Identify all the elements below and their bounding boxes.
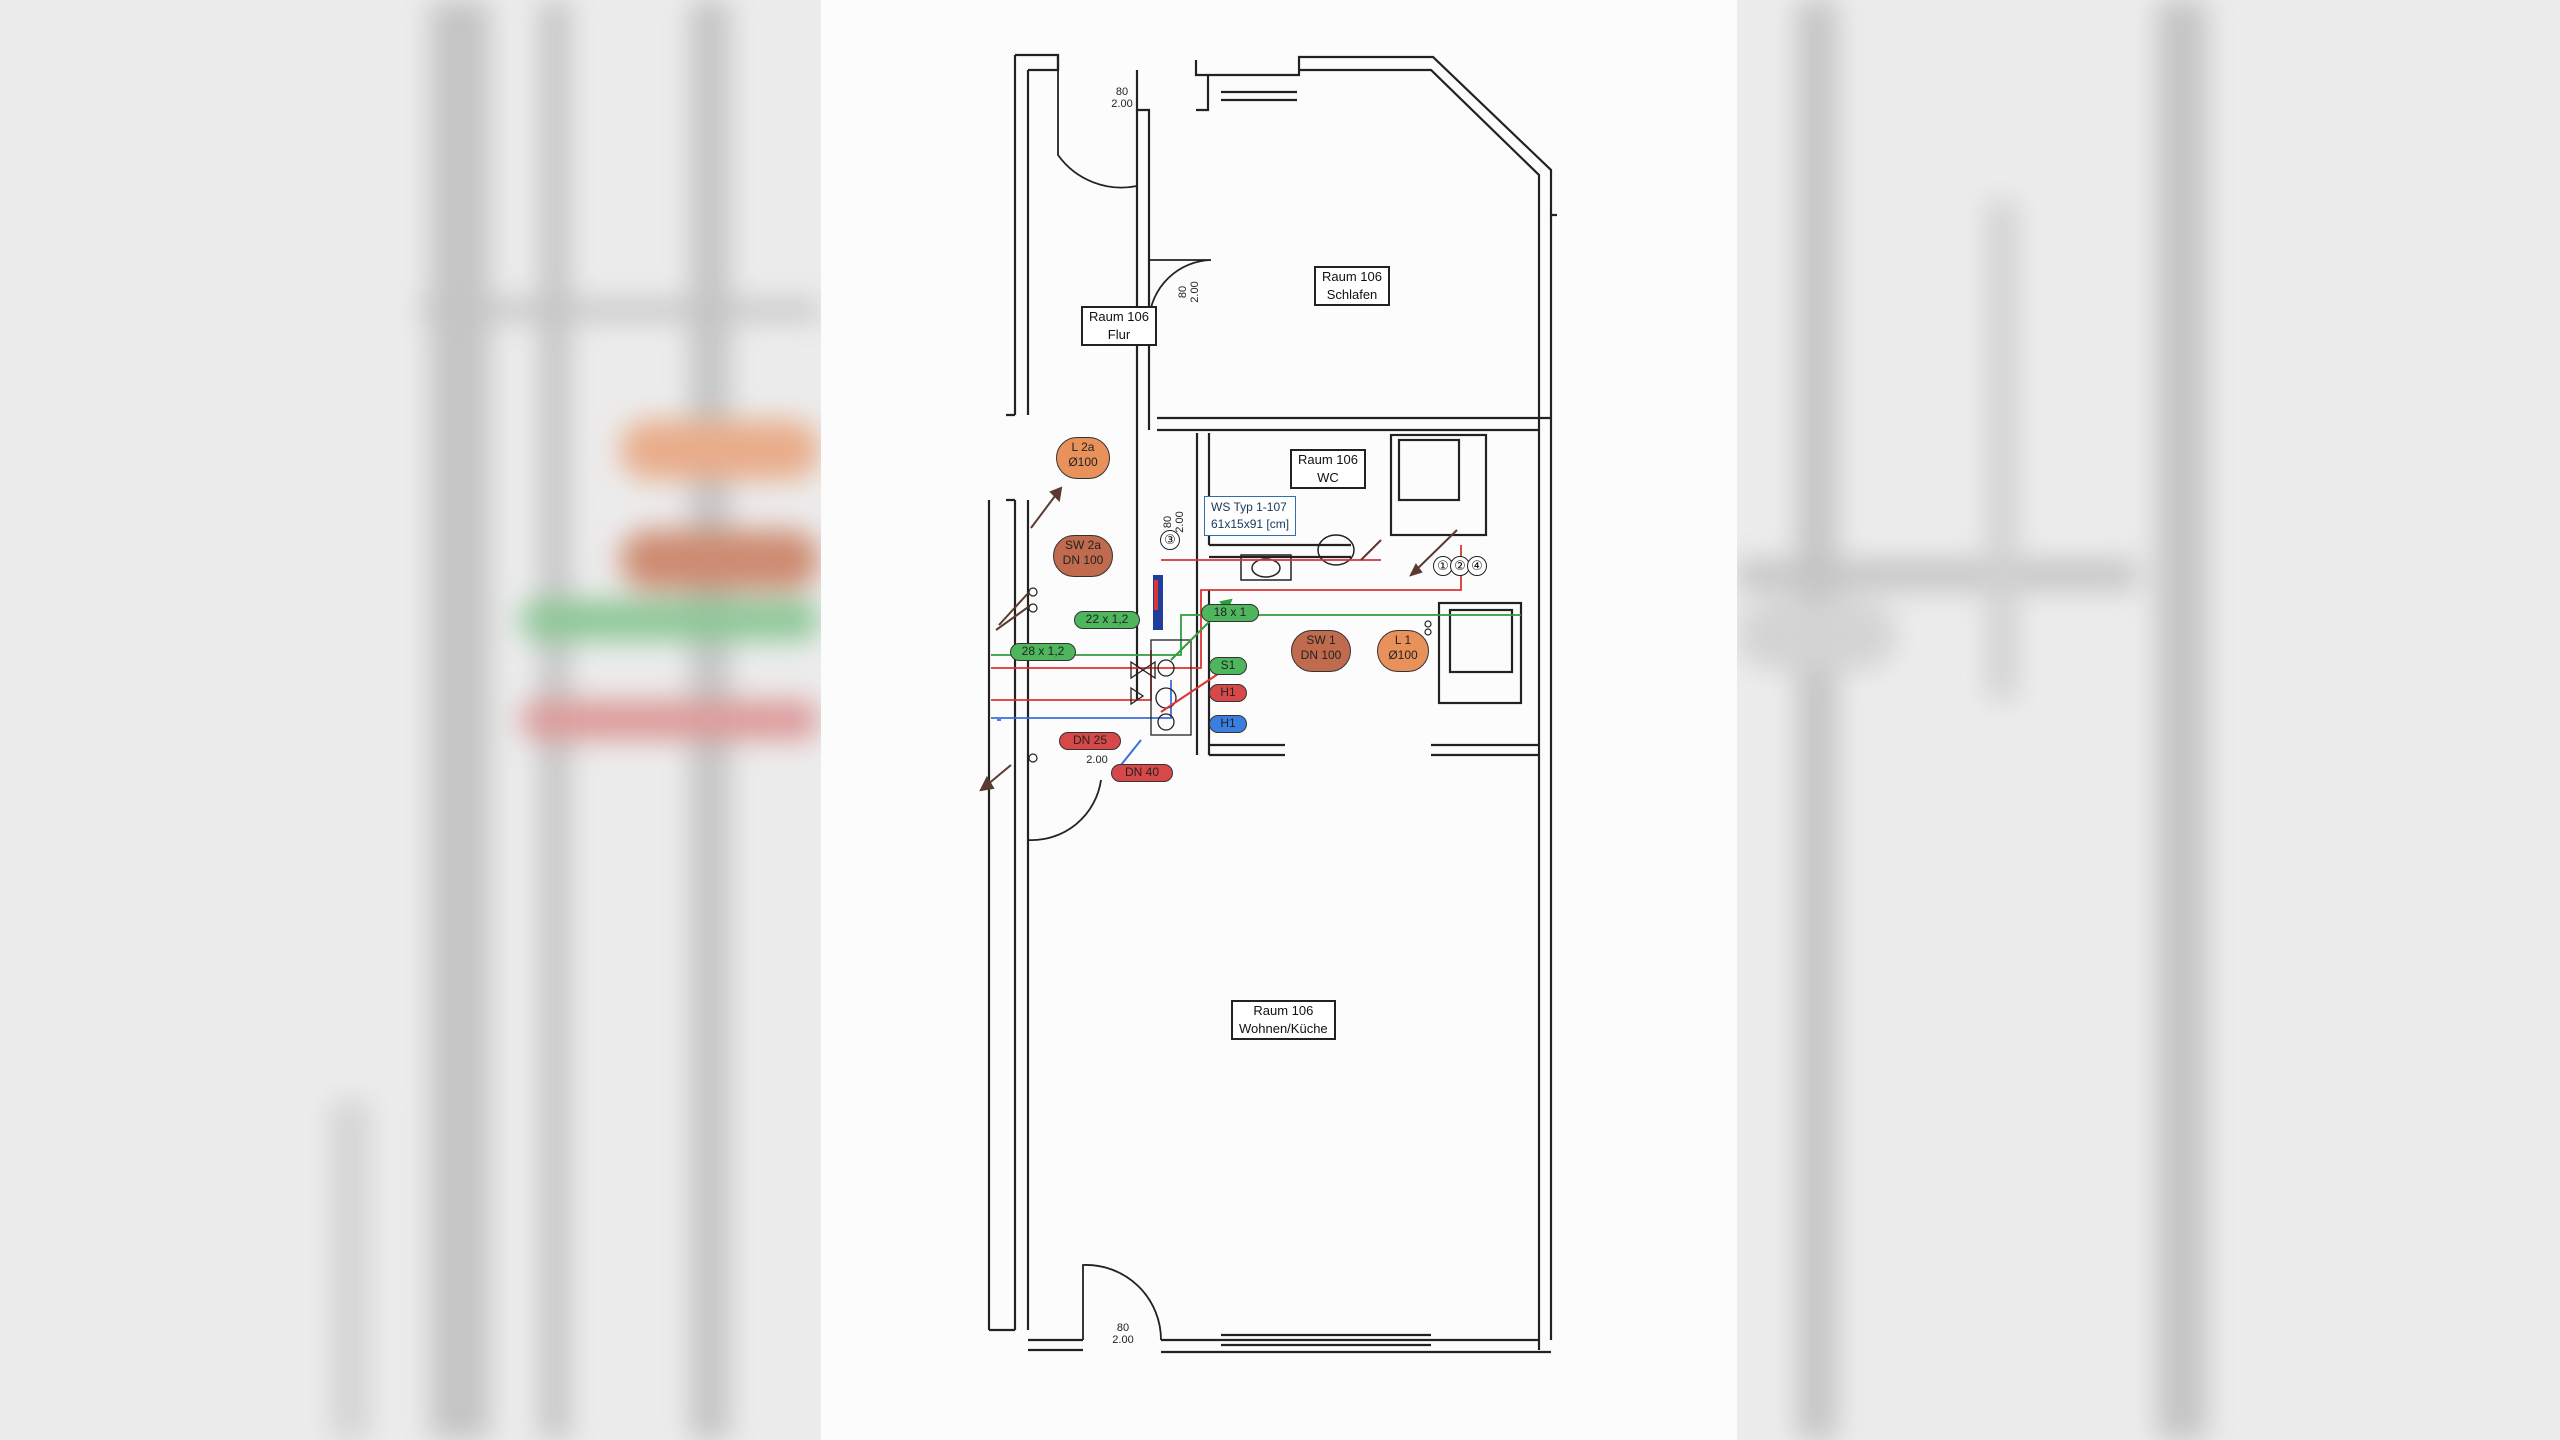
pipe-label-dn40: DN 40 — [1111, 764, 1173, 782]
marker-3: ③ — [1160, 530, 1180, 550]
blurred-background-left — [0, 0, 821, 1440]
pipe-label-dn25: DN 25 — [1059, 732, 1121, 750]
door-swing-bottom — [1082, 1264, 1162, 1341]
pipe-label-h1-red: H1 — [1209, 684, 1247, 702]
marker-4: ④ — [1467, 556, 1487, 576]
door-dim-entry: 2.00 — [1086, 754, 1108, 766]
pipe-label-18x1: 18 x 1 — [1201, 604, 1259, 622]
door-swing-top — [1057, 70, 1138, 189]
blurred-background-right — [1737, 0, 2560, 1440]
door-swing-entry — [1027, 760, 1102, 841]
pipe-label-h1-blue: H1 — [1209, 715, 1247, 733]
marker-2: ② — [1450, 556, 1470, 576]
flur-wall — [1135, 70, 1151, 430]
pipe-label-28x1-2: 28 x 1,2 — [1010, 643, 1076, 661]
pipe-label-22x1-2: 22 x 1,2 — [1074, 611, 1140, 629]
pipe-label-s1: S1 — [1209, 657, 1247, 675]
floor-plan-drawing — [979, 53, 1557, 1354]
